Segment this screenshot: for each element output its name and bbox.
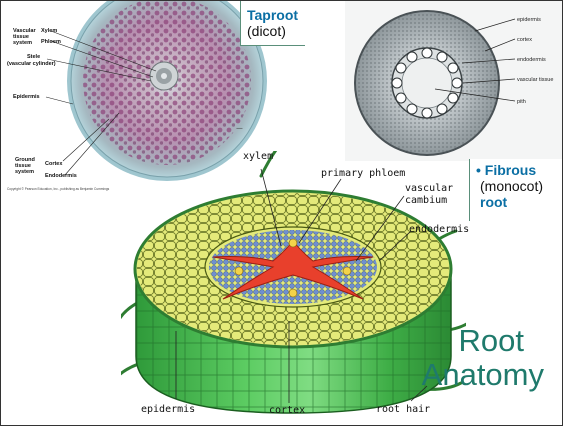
label-stele-sub: (vascular cylinder) <box>7 61 56 67</box>
label-epidermis-taproot: Epidermis <box>13 94 40 100</box>
label-phloem-taproot: Phloem <box>41 39 61 45</box>
fibrous-caption: • Fibrous (monocot) root <box>469 159 563 221</box>
fibrous-label-endodermis: endodermis <box>517 57 546 63</box>
taproot-label-bold: Taproot <box>247 7 305 23</box>
cyl-label-cortex: cortex <box>269 405 305 416</box>
label-endodermis-taproot: Endodermis <box>45 173 77 179</box>
slide-title-line1: Root <box>422 324 544 358</box>
label-vascular-tissue-system: Vascular tissue system <box>13 28 36 46</box>
cyl-label-vascular-cambium: vascular cambium <box>405 183 453 207</box>
copyright-note: Copyright © Pearson Education, Inc., pub… <box>7 187 109 191</box>
fibrous-label-epidermis: epidermis <box>517 17 541 23</box>
fibrous-micrograph: epidermis cortex endodermis vascular tis… <box>345 1 563 161</box>
label-stele: Stele <box>27 54 40 60</box>
cyl-label-endodermis: endodermis <box>409 224 469 235</box>
fibrous-label-pith: pith <box>517 99 526 105</box>
slide-title: Root Anatomy <box>422 324 544 392</box>
fibrous-bullet: • <box>476 162 481 178</box>
fibrous-label-vascular-tissue: vascular tissue <box>517 77 553 83</box>
fibrous-label-bold: Fibrous <box>485 162 536 178</box>
fibrous-label-cortex: cortex <box>517 37 532 43</box>
cyl-label-epidermis: epidermis <box>141 404 195 415</box>
taproot-caption: Taproot (dicot) <box>240 1 305 46</box>
cyl-label-root-hair: root hair <box>376 404 430 415</box>
fibrous-label-tail: root <box>476 194 563 210</box>
label-xylem-taproot: Xylem <box>41 28 57 34</box>
slide-title-line2: Anatomy <box>422 358 544 392</box>
label-ground-tissue-system: Ground tissue system <box>15 157 35 175</box>
fibrous-label-rest: (monocot) <box>476 178 563 194</box>
taproot-label-rest: (dicot) <box>247 23 305 39</box>
cyl-label-primary-phloem: primary phloem <box>321 168 405 179</box>
label-cortex-taproot: Cortex <box>45 161 62 167</box>
cyl-label-xylem: xylem <box>243 151 273 162</box>
